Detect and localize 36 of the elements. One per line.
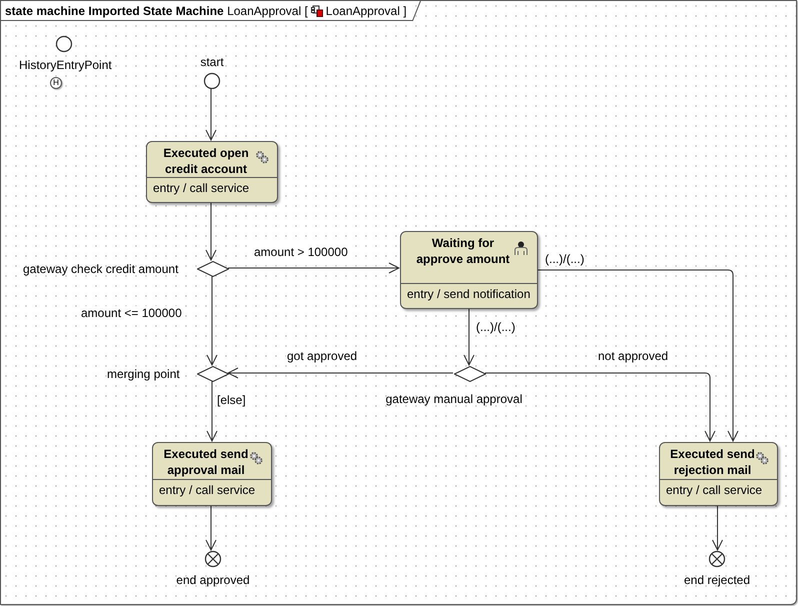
transition-arrow: [206, 202, 216, 260]
entry-action: entry / call service: [666, 483, 762, 497]
edge-label: amount <= 100000: [80, 306, 183, 320]
edge-label: amount > 100000: [253, 245, 349, 259]
node-label: end approved: [175, 573, 251, 587]
transition-arrow: [536, 270, 738, 442]
transition-arrow: [206, 276, 218, 366]
transition-arrow: [206, 504, 216, 550]
transition-arrow: [228, 262, 400, 274]
edge-label: (...)/(...): [544, 252, 586, 266]
state-box: [659, 442, 778, 506]
state-box: [146, 141, 278, 203]
edge-label: got approved: [286, 349, 358, 363]
state-box: [400, 231, 538, 309]
edge-label: not approved: [597, 349, 670, 363]
transition-arrow: [206, 380, 218, 442]
history-pseudostate: H: [50, 77, 62, 89]
edge-label: (...)/(...): [475, 320, 516, 334]
entry-action: entry / call service: [159, 483, 256, 497]
frame-heading: LoanApproval ]: [326, 2, 407, 20]
entry-action: entry / call service: [153, 181, 250, 195]
state-box: [152, 442, 272, 506]
state-name: Waiting for approve amount: [415, 235, 511, 267]
node-label: merging point: [107, 367, 180, 381]
transition-arrow: [228, 368, 454, 378]
transition-arrow: [206, 88, 216, 140]
node-label: gateway check credit amount: [23, 262, 178, 276]
node-label: end rejected: [682, 573, 752, 587]
transition-arrow: [712, 504, 723, 550]
edge-label: [else]: [216, 393, 247, 407]
node-label: gateway manual approval: [384, 392, 524, 406]
frame-heading: state machine Imported State Machine LoanApproval [: [5, 2, 308, 20]
node-label: start: [199, 55, 225, 69]
transition-arrow: [484, 372, 716, 442]
entry-action: entry / send notification: [407, 287, 530, 301]
transition-arrow: [464, 308, 474, 366]
